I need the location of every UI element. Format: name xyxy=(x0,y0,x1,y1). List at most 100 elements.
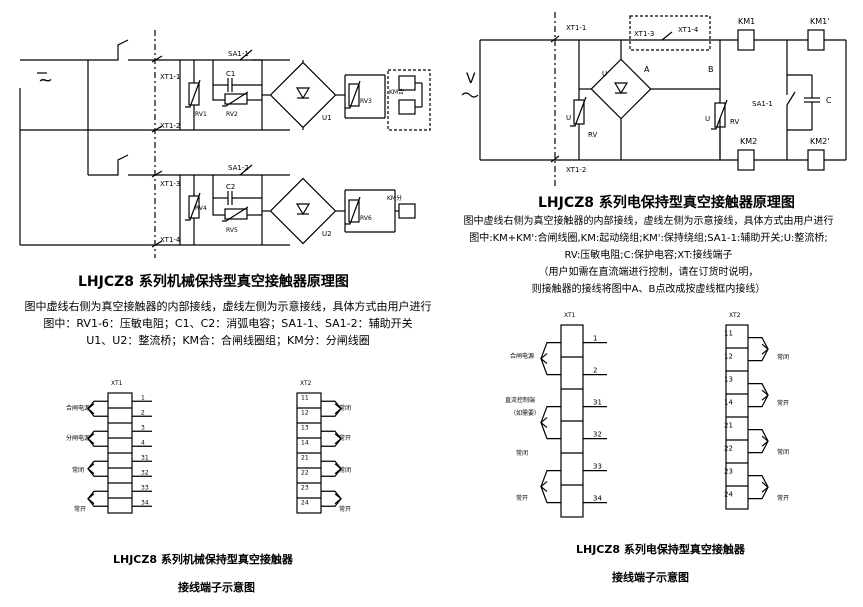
tb-left1-contact-tip xyxy=(87,463,95,475)
tb-right1-contact-tip xyxy=(540,417,548,429)
rv4-label: RV4 xyxy=(195,205,207,212)
tb-right1-label: 常闭 xyxy=(516,449,528,457)
tb-left2-header: XT2 xyxy=(300,380,312,387)
tb-left1-header: XT1 xyxy=(111,380,123,387)
tb-right2-contact-tip xyxy=(761,481,769,493)
left-source-symbol: ~ xyxy=(38,70,53,91)
tb-right1-num: 34 xyxy=(593,495,602,503)
tb-left1-contact-tip xyxy=(87,433,95,445)
tb-left2-num: 22 xyxy=(301,469,309,476)
tb-left2-contact xyxy=(321,490,342,507)
tb-right2-label: 常闭 xyxy=(777,448,789,456)
tb-right1-header: XT1 xyxy=(564,312,576,319)
point-b-label: B xyxy=(708,65,714,74)
km2-label: KM2 xyxy=(740,137,757,146)
tb-left2-num: 21 xyxy=(301,454,309,461)
r-rv-label: RV xyxy=(588,131,597,139)
right-description-line-4: （用户如需在直流端进行控制，请在订货时说明， xyxy=(538,267,759,278)
r-rv2-label: RV xyxy=(730,118,739,126)
tb-right1-contact xyxy=(540,406,561,440)
km2-prime-label: KM2' xyxy=(810,137,829,146)
xt1-3-label: XT1-3 xyxy=(160,180,180,188)
c2-label: C2 xyxy=(226,183,235,191)
left-description-line-2: 图中：RV1-6：压敏电阻；C1、C2：消弧电容；SA1-1、SA1-2：辅助开… xyxy=(43,317,413,330)
tb-left2-num: 23 xyxy=(301,484,309,491)
tb-left1-contact xyxy=(87,490,108,507)
tb-left1-contact-tip xyxy=(87,493,95,505)
tb-right1-label: （如需要） xyxy=(510,409,540,417)
tb-right1-num: 2 xyxy=(593,367,597,375)
tb-left1-label: 常开 xyxy=(74,505,86,513)
tb-right1-label: 常开 xyxy=(516,494,528,502)
tb-left2-num: 13 xyxy=(301,424,309,431)
tb-right2-num: 21 xyxy=(724,422,733,430)
tb-left1-contact xyxy=(87,400,108,417)
xt1-1-label: XT1-1 xyxy=(160,73,180,81)
tb-left1-contact xyxy=(87,430,108,447)
tb-left1-num: 34 xyxy=(141,499,149,506)
left-description-line-1: 图中虚线右侧为真空接触器的内部接线，虚线左侧为示意接线，具体方式由用户进行 xyxy=(24,300,432,313)
xt1-2-label: XT1-2 xyxy=(160,122,180,130)
r-sa1-1-label: SA1-1 xyxy=(752,100,773,108)
tb-left1-num: 1 xyxy=(141,394,145,401)
tb-right2-label: 常开 xyxy=(777,494,789,502)
r-xt1-1-label: XT1-1 xyxy=(566,24,586,32)
tb-right1-label: 合闸电源 xyxy=(510,352,534,360)
tb-left1-num: 33 xyxy=(141,484,149,491)
tb-left1-label: 分闸电源 xyxy=(66,434,90,442)
rv6-label: RV6 xyxy=(360,215,372,222)
tb-right2-num: 13 xyxy=(724,376,733,384)
tb-left2-contact xyxy=(321,460,342,477)
tb-right2-contact xyxy=(748,337,769,362)
tb-right2-contact-tip xyxy=(761,389,769,401)
tb-right2-num: 12 xyxy=(724,353,733,361)
tb-left2-num: 11 xyxy=(301,394,309,401)
km-open-coil-label: KM分 xyxy=(387,194,402,202)
tb-left2-contact xyxy=(321,430,342,447)
tb-right1-label: 直流控制端 xyxy=(505,396,535,404)
left-diagram-title: LHJCZ8 系列机械保持型真空接触器原理图 xyxy=(78,274,349,290)
tb-left1-num: 31 xyxy=(141,454,149,461)
tb-right2-contact xyxy=(748,383,769,408)
km1-label: KM1 xyxy=(738,17,755,26)
left-terminal-caption-1: LHJCZ8 系列机械保持型真空接触器 xyxy=(113,553,293,566)
left-terminal-caption-2: 接线端子示意图 xyxy=(178,581,255,594)
tb-right2-contact-tip xyxy=(761,343,769,355)
tb-right1-contact-tip xyxy=(540,481,548,493)
tb-left2-contact-tip xyxy=(334,403,342,415)
r-xt1-2-label: XT1-2 xyxy=(566,166,586,174)
r-u2-label: U xyxy=(705,115,710,123)
tb-right2-contact xyxy=(748,429,769,454)
u1-label: U1 xyxy=(322,114,332,122)
tb-left2-contact xyxy=(321,400,342,417)
r-cap-label: C xyxy=(826,96,832,105)
tb-left1-num: 2 xyxy=(141,409,145,416)
rv1-label: RV1 xyxy=(195,111,207,118)
tb-right2-num: 24 xyxy=(724,491,733,499)
r-bridge-label: U xyxy=(602,70,607,78)
tb-left2-num: 24 xyxy=(301,499,309,506)
km1-prime-label: KM1' xyxy=(810,17,829,26)
tb-right1-num: 1 xyxy=(593,335,597,343)
right-description-line-3: RV:压敏电阻;C:保护电容;XT:接线端子 xyxy=(564,250,733,261)
tb-right2-num: 22 xyxy=(724,445,733,453)
tb-left2-label: 常开 xyxy=(339,434,351,442)
tb-right1-contact-tip xyxy=(540,353,548,365)
right-description-line-1: 图中虚线右侧为真空接触器的内部接线，虚线左侧为示意接线，具体方式由用户进行 xyxy=(463,216,834,227)
tb-left2-num: 14 xyxy=(301,439,309,446)
tb-left1-label: 常闭 xyxy=(72,466,84,474)
sa1-2-label: SA1-2 xyxy=(228,164,249,172)
r-xt1-3-label: XT1-3 xyxy=(634,30,654,38)
tb-right2-num: 23 xyxy=(724,468,733,476)
tb-left1-num: 4 xyxy=(141,439,145,446)
tb-left1-num: 32 xyxy=(141,469,149,476)
tb-right1-num: 31 xyxy=(593,399,602,407)
right-circuit: V XT1-1 XT1-2 U RV U XT1-3 XT1-4 A B xyxy=(461,12,847,186)
point-a-label: A xyxy=(644,65,650,74)
right-terminal-caption-2: 接线端子示意图 xyxy=(612,571,689,584)
tb-left2-contact-tip xyxy=(334,433,342,445)
u2-label: U2 xyxy=(322,230,332,238)
tb-right2-contact xyxy=(748,475,769,500)
